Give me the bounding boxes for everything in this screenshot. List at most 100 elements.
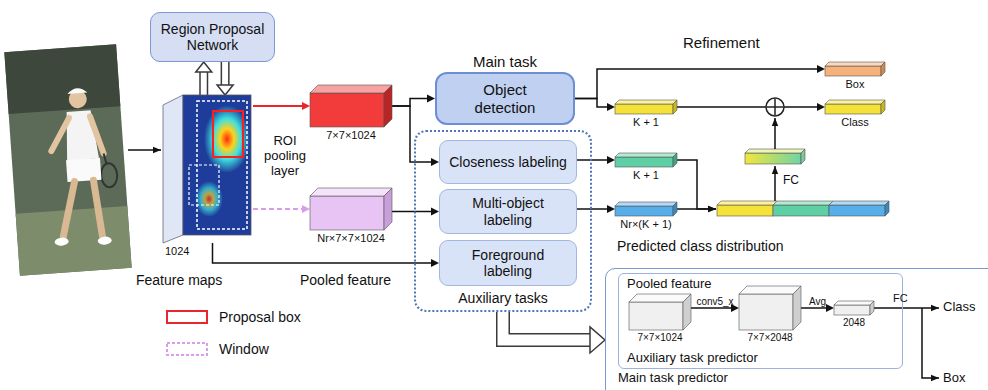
player-cap xyxy=(67,87,87,93)
feature-map-picture xyxy=(163,95,253,243)
arrow-body xyxy=(201,72,207,95)
photo-stands xyxy=(4,44,120,114)
prism-side xyxy=(384,188,392,230)
node-label: 7×7×2048 xyxy=(747,332,792,344)
legend-item: Window xyxy=(165,340,269,358)
map-side xyxy=(163,95,183,243)
photo-court xyxy=(16,206,132,276)
prism-top xyxy=(310,188,392,196)
task-box: Foreground labeling xyxy=(439,240,577,286)
node-label: Main task predictor xyxy=(618,371,728,386)
prism-shape xyxy=(310,188,392,230)
player-arm xyxy=(49,118,71,151)
window-box xyxy=(189,165,219,205)
node-label: Nr×7×7×1024 xyxy=(317,232,385,245)
prism-front xyxy=(825,104,881,114)
prism-side xyxy=(793,286,801,330)
arrow-head xyxy=(817,103,825,111)
plus-cross xyxy=(767,99,783,115)
edge-label: Avg xyxy=(809,296,826,308)
arrow-head xyxy=(607,156,615,164)
fc-bar xyxy=(745,149,805,164)
prism-front xyxy=(615,157,673,167)
connector xyxy=(691,304,739,312)
prism-shape xyxy=(615,153,677,167)
output-arrow xyxy=(872,307,939,309)
prism-side xyxy=(673,100,677,114)
prism-front xyxy=(629,302,683,330)
map-face xyxy=(183,95,251,235)
player-shoe xyxy=(54,237,69,246)
prism-top xyxy=(739,286,801,294)
prism-shape xyxy=(615,100,677,114)
bar-segment xyxy=(717,205,773,216)
pooled-cube: Nr×7×7×1024 xyxy=(310,188,392,230)
layer-label: ROI pooling layer xyxy=(258,134,312,179)
arrow-head xyxy=(607,103,615,111)
prism-top xyxy=(834,301,874,305)
prism-side xyxy=(384,85,392,127)
distribution-bar: K + 1 xyxy=(615,100,677,114)
arrow-head xyxy=(196,62,212,72)
connector xyxy=(253,205,310,213)
prism-shape xyxy=(825,100,885,114)
prism-side xyxy=(673,153,677,167)
node-label: K + 1 xyxy=(633,116,659,129)
connector-line xyxy=(691,307,732,309)
connector xyxy=(577,156,615,164)
arrow-head xyxy=(826,304,834,312)
task-box: Main taskObject detection xyxy=(435,72,575,125)
feature-cube: 7×7×1024 xyxy=(629,294,691,330)
connector-line xyxy=(575,99,608,108)
layer-label: FC xyxy=(783,174,799,188)
connector-line xyxy=(577,159,608,161)
arrow-head xyxy=(431,158,439,166)
box-text: Foreground labeling xyxy=(448,247,568,279)
concat-bar xyxy=(717,201,889,216)
arrow-body xyxy=(222,62,228,85)
prism-front xyxy=(739,294,793,330)
connector xyxy=(213,243,440,267)
connector xyxy=(575,65,825,99)
legend-sample-box xyxy=(167,311,207,323)
merge-line xyxy=(677,208,716,210)
distribution-bar: K + 1 xyxy=(615,153,677,167)
hollow-arrow xyxy=(217,62,233,95)
section-label: Predicted class distribution xyxy=(617,238,784,254)
arrow-body xyxy=(503,312,590,340)
connector-line xyxy=(801,307,827,309)
node-label: Auxiliary task predictor xyxy=(627,351,758,366)
box-text: Object detection xyxy=(451,81,559,116)
output-bar: Class xyxy=(825,100,885,114)
node-label: 1024 xyxy=(165,245,189,258)
connector-line xyxy=(677,106,818,108)
player-leg xyxy=(93,180,102,236)
connector-line xyxy=(213,243,433,263)
node-label: K + 1 xyxy=(633,169,659,182)
arrow-head xyxy=(431,259,439,267)
column-label: Feature maps xyxy=(136,272,222,288)
bar-side xyxy=(801,149,805,164)
connector xyxy=(801,304,834,312)
prism-top xyxy=(310,85,392,93)
layer-label: FC xyxy=(893,292,908,305)
bar-top xyxy=(829,201,889,205)
node-label: 2048 xyxy=(843,317,865,329)
feature-cube: 7×7×2048 xyxy=(739,286,801,330)
prism-shape xyxy=(834,301,874,315)
prism-side xyxy=(881,62,885,76)
node-label: 7×7×1024 xyxy=(326,129,376,142)
prism-front xyxy=(615,206,673,216)
output-bar: Box xyxy=(825,62,885,76)
bar-top xyxy=(717,201,777,205)
hollow-arrow xyxy=(196,62,212,95)
prism-top xyxy=(615,100,677,104)
bar-front xyxy=(745,153,801,164)
arrow-outline xyxy=(503,312,590,340)
connector-line xyxy=(392,106,432,162)
node-label: Nr×(K + 1) xyxy=(620,218,671,231)
legend-text: Window xyxy=(219,341,269,357)
prism-top xyxy=(825,62,885,66)
node-label: 7×7×1024 xyxy=(637,332,682,344)
prism-side xyxy=(870,301,874,315)
